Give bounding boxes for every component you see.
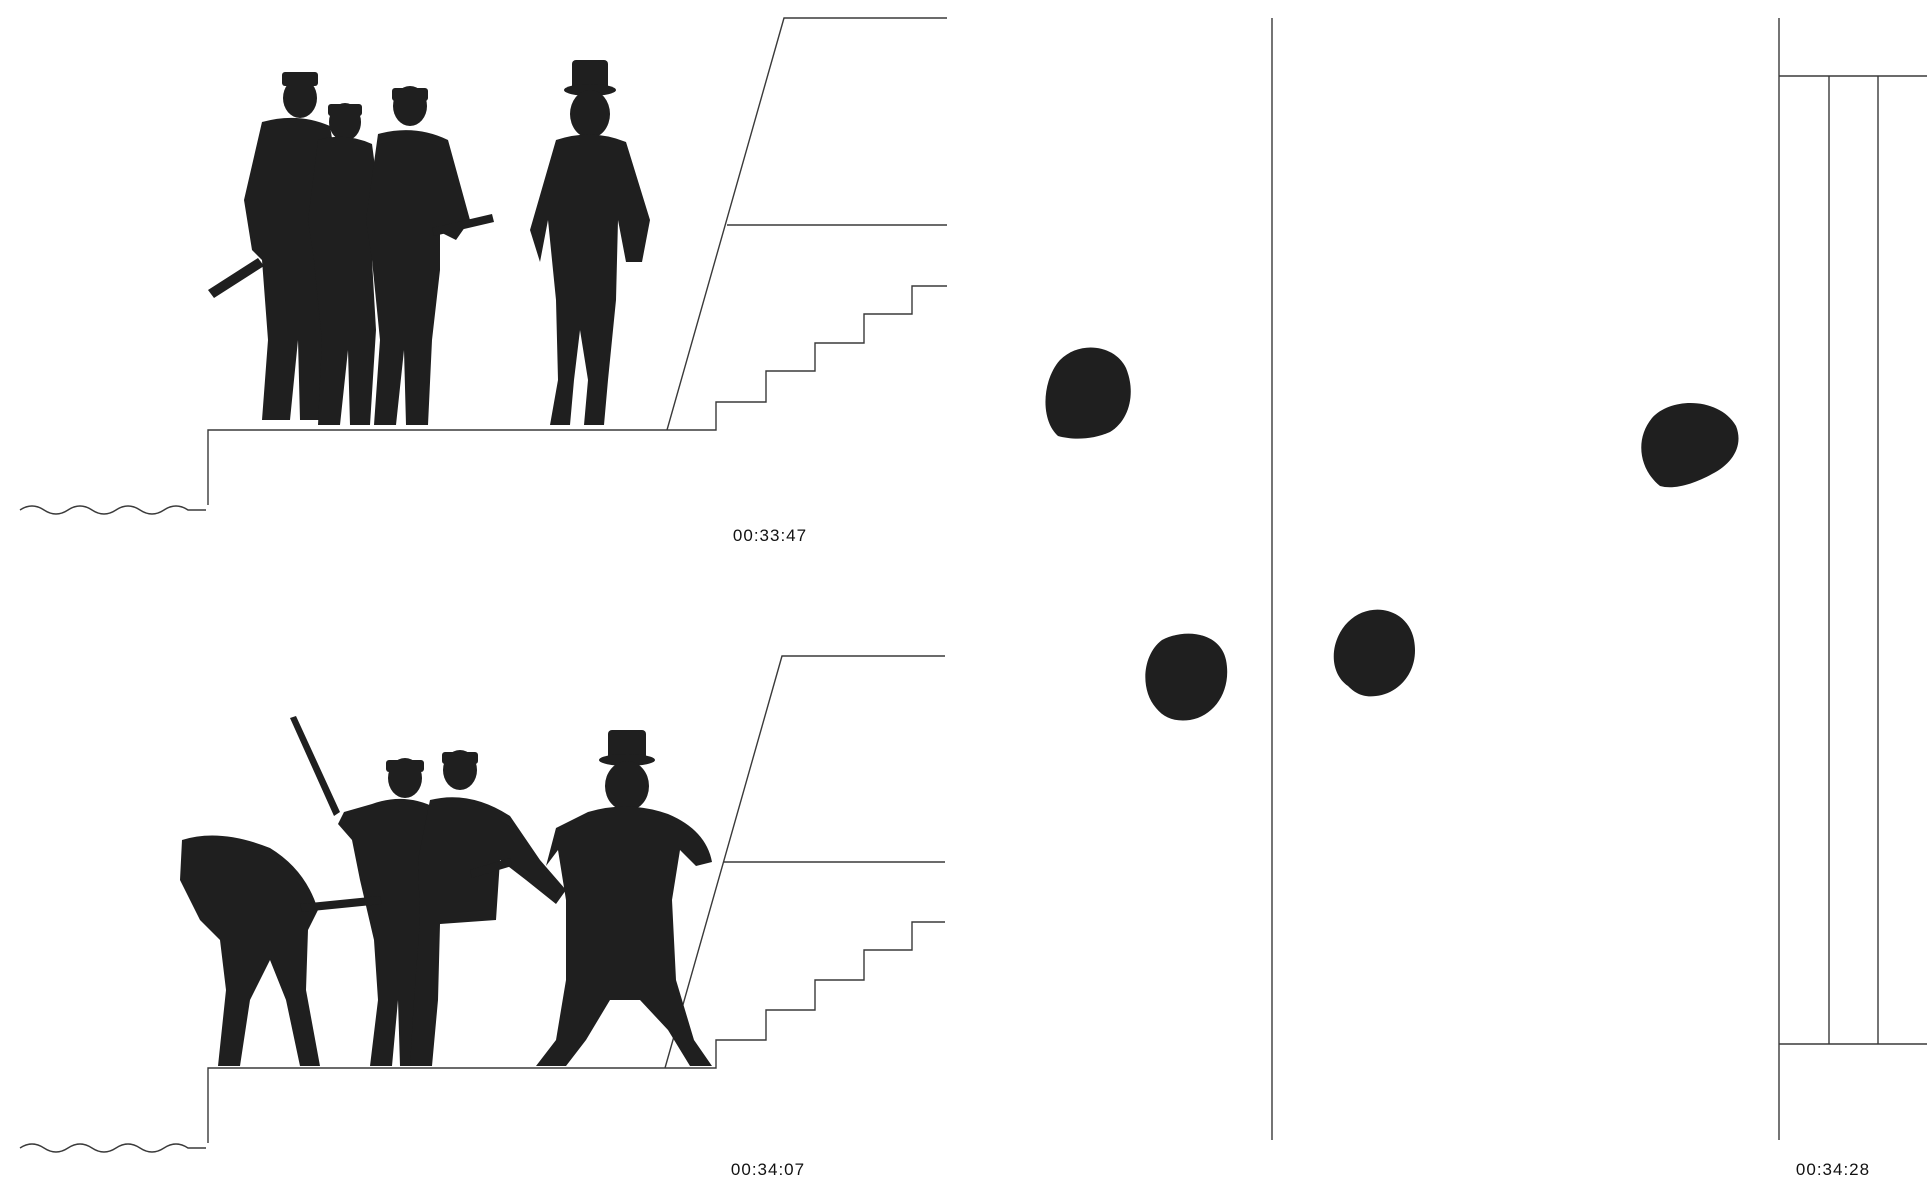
figure-bent-over [180,836,320,1067]
figure-bowler-hat-man [530,60,650,425]
frame-3-timecode: 00:34:28 [1796,1160,1870,1179]
frame-2-timecode: 00:34:07 [731,1160,805,1179]
frame-1-timecode: 00:33:47 [733,526,807,545]
frame-2-scene [20,656,945,1152]
water-line [20,1144,206,1152]
rock-blob [1334,610,1415,697]
door-frame [1779,18,1927,1140]
figure-lunging [410,750,566,1066]
rock-blob [1045,348,1130,439]
figures-group-walking [208,72,494,425]
frame-1-scene [20,18,947,514]
rock-blob [1145,634,1227,721]
water-line [20,506,206,514]
rock-blob [1641,403,1738,487]
figure-bowler-hat-man-stance [536,730,712,1066]
wall-outline [667,18,947,430]
frame-3-scene [1045,18,1927,1140]
